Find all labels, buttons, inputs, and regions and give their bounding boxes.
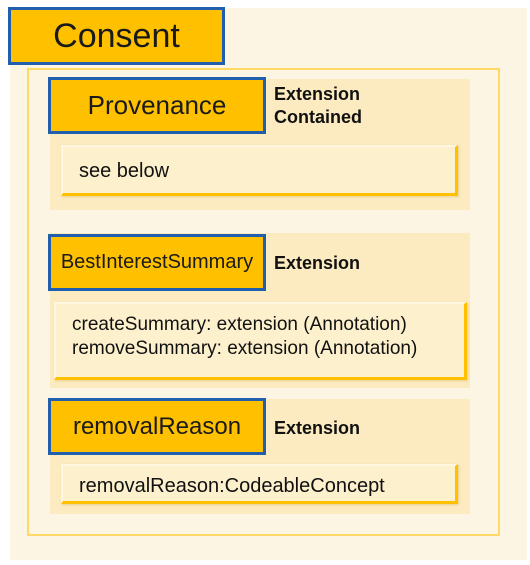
removal-reason-title: removalReason bbox=[72, 412, 242, 440]
best-interest-title-box: BestInterestSummary bbox=[48, 234, 266, 291]
removal-reason-extension-label: Extension bbox=[274, 418, 361, 438]
best-interest-content-line-1: createSummary: extension (Annotation) bbox=[72, 314, 407, 335]
provenance-title-box: Provenance bbox=[48, 77, 266, 134]
best-interest-content-box: createSummary: extension (Annotation) re… bbox=[54, 302, 467, 380]
removal-reason-content-box: removalReason:CodeableConcept bbox=[61, 464, 458, 504]
provenance-contained-label: Contained bbox=[274, 107, 362, 127]
provenance-content-line: see below bbox=[79, 160, 170, 182]
consent-title: Consent bbox=[53, 16, 180, 55]
consent-title-box: Consent bbox=[8, 7, 225, 65]
best-interest-content-line-2: removeSummary: extension (Annotation) bbox=[72, 338, 418, 359]
best-interest-title: BestInterestSummary bbox=[60, 251, 254, 273]
best-interest-extension-label: Extension bbox=[274, 253, 361, 273]
removal-reason-title-box: removalReason bbox=[48, 398, 266, 455]
provenance-extension-label: Extension bbox=[274, 84, 361, 104]
provenance-content-box: see below bbox=[61, 145, 458, 196]
removal-reason-content-line: removalReason:CodeableConcept bbox=[79, 475, 385, 497]
provenance-title: Provenance bbox=[87, 90, 227, 120]
